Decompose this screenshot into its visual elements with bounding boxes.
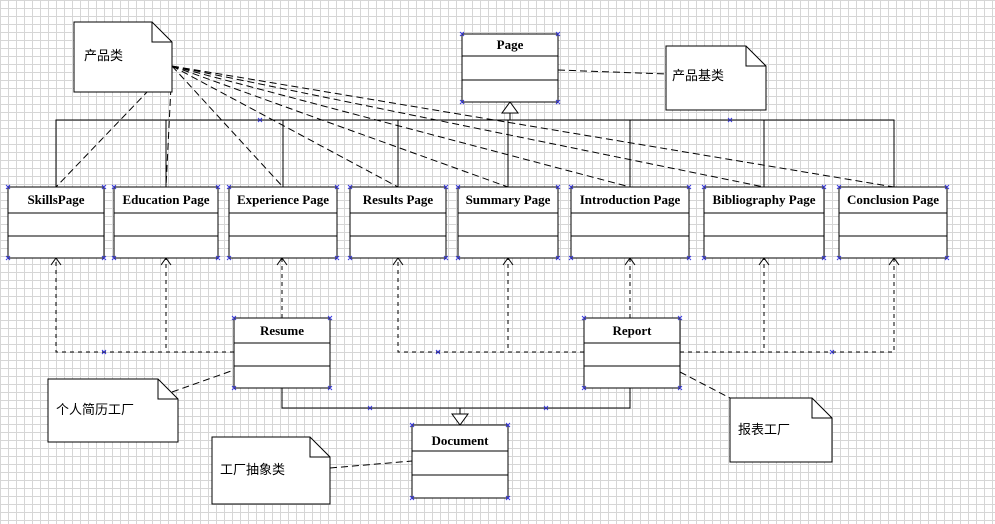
- class-summary-page-title: Summary Page: [466, 192, 551, 207]
- inheritance-doc: [281, 388, 631, 414]
- class-document-title: Document: [431, 433, 489, 448]
- class-introduction-page[interactable]: Introduction Page: [570, 186, 690, 259]
- class-skills-page-title: SkillsPage: [27, 192, 84, 207]
- class-experience-page-title: Experience Page: [237, 192, 329, 207]
- dependency-arrowheads: [50, 257, 900, 266]
- note-report-factory-text: 报表工厂: [738, 423, 790, 438]
- class-education-page[interactable]: Education Page: [113, 186, 219, 259]
- report-dependencies: [397, 258, 895, 353]
- note-product[interactable]: 产品类: [73, 21, 173, 93]
- class-resume[interactable]: Resume: [233, 317, 331, 389]
- class-summary-page[interactable]: Summary Page: [457, 186, 559, 259]
- note-report-factory[interactable]: 报表工厂: [729, 397, 833, 463]
- class-introduction-page-title: Introduction Page: [580, 192, 681, 207]
- inheritance-bus: [55, 113, 895, 187]
- class-report[interactable]: Report: [583, 317, 681, 389]
- note-abstract-factory[interactable]: 工厂抽象类: [211, 436, 331, 505]
- note-product-base-link: [557, 69, 667, 75]
- class-results-page-title: Results Page: [363, 192, 434, 207]
- class-results-page[interactable]: Results Page: [349, 186, 447, 259]
- note-product-base-text: 产品基类: [672, 69, 724, 84]
- class-page[interactable]: Page: [461, 33, 559, 103]
- class-education-page-title: Education Page: [122, 192, 209, 207]
- note-product-base[interactable]: 产品基类: [665, 45, 767, 111]
- class-bibliography-page-title: Bibliography Page: [713, 192, 816, 207]
- note-abstract-factory-text: 工厂抽象类: [220, 463, 285, 478]
- resume-dependencies: [55, 258, 283, 353]
- inheritance-arrow-document: [451, 413, 469, 426]
- inheritance-arrow-page: [501, 101, 519, 114]
- class-experience-page[interactable]: Experience Page: [228, 186, 338, 259]
- note-resume-factory[interactable]: 个人简历工厂: [47, 378, 179, 443]
- class-conclusion-page-title: Conclusion Page: [847, 192, 939, 207]
- class-report-title: Report: [613, 323, 653, 338]
- class-conclusion-page[interactable]: Conclusion Page: [838, 186, 948, 259]
- selection-handles: [5, 31, 950, 501]
- note-abstract-factory-link: [329, 460, 413, 469]
- note-product-text: 产品类: [84, 49, 123, 64]
- class-bibliography-page[interactable]: Bibliography Page: [703, 186, 825, 259]
- note-report-factory-link: [679, 371, 731, 399]
- note-product-links: [55, 65, 895, 188]
- class-page-title: Page: [497, 37, 524, 52]
- class-resume-title: Resume: [260, 323, 304, 338]
- note-resume-factory-link: [171, 369, 235, 393]
- class-skills-page[interactable]: SkillsPage: [7, 186, 105, 259]
- note-resume-factory-text: 个人简历工厂: [56, 402, 134, 418]
- class-document[interactable]: Document: [411, 424, 509, 499]
